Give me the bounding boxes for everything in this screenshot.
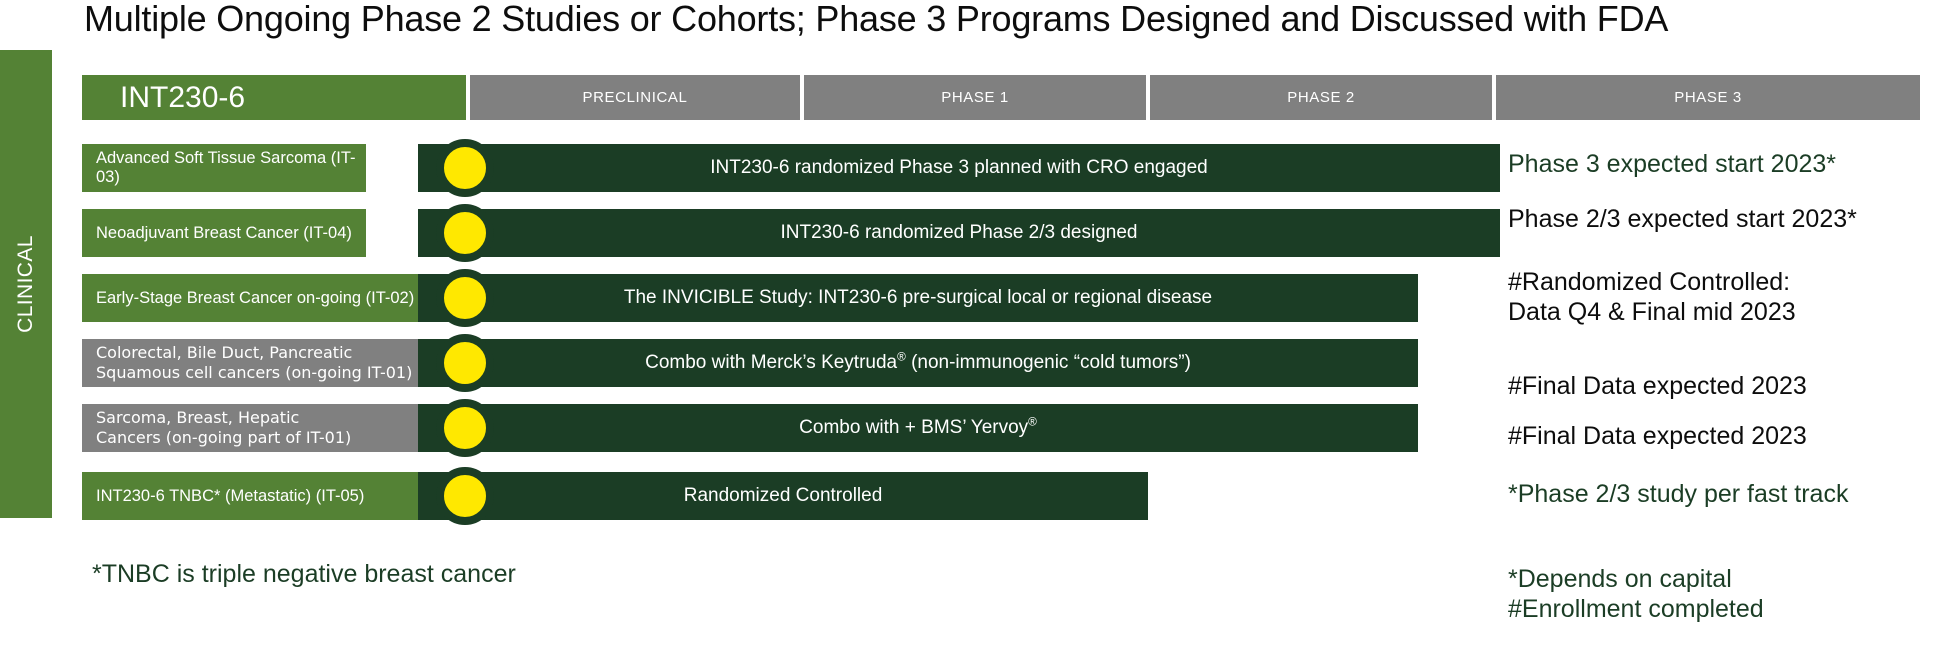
pipeline-progress-bar: The INVICIBLE Study: INT230-6 pre-surgic…	[418, 274, 1418, 322]
pipeline-bar-label: Combo with Merck’s Keytruda® (non-immuno…	[645, 350, 1191, 373]
pipeline-note: Phase 2/3 expected start 2023*	[1508, 205, 1857, 233]
pipeline-bar-label: The INVICIBLE Study: INT230-6 pre-surgic…	[623, 287, 1213, 308]
pipeline-row-label: INT230-6 TNBC* (Metastatic) (IT-05)	[82, 472, 430, 520]
pipeline-note: Phase 3 expected start 2023*	[1508, 150, 1837, 178]
pipeline-row-label-line: Cancers (on-going part of IT-01)	[96, 428, 352, 447]
phase-header-phase-2: PHASE 2	[1150, 75, 1492, 120]
page-title: Multiple Ongoing Phase 2 Studies or Coho…	[84, 0, 1669, 39]
pipeline-bar-label: Combo with + BMS’ Yervoy®	[799, 415, 1037, 438]
pipeline-row-label-line: Colorectal, Bile Duct, Pancreatic	[96, 343, 353, 363]
pipeline-row-label-line: INT230-6 TNBC* (Metastatic) (IT-05)	[96, 486, 365, 505]
pipeline-row-label-line: Neoadjuvant Breast Cancer (IT-04)	[96, 223, 352, 242]
milestone-marker-icon	[436, 139, 494, 197]
pipeline-bar-label: INT230-6 randomized Phase 3 planned with…	[710, 157, 1208, 178]
pipeline-row: Early-Stage Breast Cancer on-going (IT-0…	[0, 269, 1956, 327]
pipeline-row-label-line: Early-Stage Breast Cancer on-going (IT-0…	[96, 288, 415, 307]
phase-header-label: PHASE 3	[1674, 89, 1742, 106]
pipeline-row-label: Advanced Soft Tissue Sarcoma (IT-03)	[82, 144, 366, 192]
pipeline-row-label: Early-Stage Breast Cancer on-going (IT-0…	[82, 274, 430, 322]
phase-header-phase-3: PHASE 3	[1496, 75, 1920, 120]
pipeline-bar-label: INT230-6 randomized Phase 2/3 designed	[780, 222, 1138, 243]
milestone-marker-icon	[436, 334, 494, 392]
phase-header-label: INT230-6	[120, 80, 246, 114]
milestone-marker-icon	[436, 467, 494, 525]
pipeline-row: Advanced Soft Tissue Sarcoma (IT-03) INT2…	[0, 139, 1956, 197]
milestone-marker-icon	[436, 204, 494, 262]
pipeline-progress-bar: INT230-6 randomized Phase 3 planned with…	[418, 144, 1500, 192]
pipeline-row-label-line: Advanced Soft Tissue Sarcoma (IT-03)	[96, 149, 356, 186]
phase-header-label: PHASE 2	[1287, 89, 1355, 106]
clinical-phase-strip: CLINICAL	[0, 50, 52, 518]
milestone-marker-icon	[436, 269, 494, 327]
pipeline-progress-bar: INT230-6 randomized Phase 2/3 designed	[418, 209, 1500, 257]
pipeline-note: *Phase 2/3 study per fast track	[1508, 480, 1849, 508]
pipeline-progress-bar: Combo with Merck’s Keytruda® (non-immuno…	[418, 339, 1418, 387]
phase-header-label: PHASE 1	[941, 89, 1009, 106]
phase-header-preclinical: PRECLINICAL	[470, 75, 800, 120]
pipeline-note: #Final Data expected 2023	[1508, 372, 1807, 400]
phase-header-label: PRECLINICAL	[582, 89, 688, 106]
pipeline-row: Neoadjuvant Breast Cancer (IT-04) INT230-…	[0, 204, 1956, 262]
pipeline-row-label-line: Squamous cell cancers (on-going IT-01)	[96, 363, 413, 382]
pipeline-note: #Final Data expected 2023	[1508, 422, 1807, 450]
pipeline-progress-bar: Randomized Controlled	[418, 472, 1148, 520]
phase-header-phase-1: PHASE 1	[804, 75, 1146, 120]
pipeline-row: INT230-6 TNBC* (Metastatic) (IT-05) Rando…	[0, 467, 1956, 525]
footnote: *TNBC is triple negative breast cancer	[92, 560, 516, 588]
pipeline-note: #Randomized Controlled: Data Q4 & Final …	[1508, 268, 1796, 326]
pipeline-note: *Depends on capital #Enrollment complete…	[1508, 565, 1764, 623]
pipeline-row-label-line: Sarcoma, Breast, Hepatic	[96, 408, 300, 428]
pipeline-row-label: Neoadjuvant Breast Cancer (IT-04)	[82, 209, 366, 257]
pipeline-progress-bar: Combo with + BMS’ Yervoy®	[418, 404, 1418, 452]
phase-header-int230-6: INT230-6	[82, 75, 466, 120]
pipeline-bar-label: Randomized Controlled	[683, 485, 883, 506]
milestone-marker-icon	[436, 399, 494, 457]
